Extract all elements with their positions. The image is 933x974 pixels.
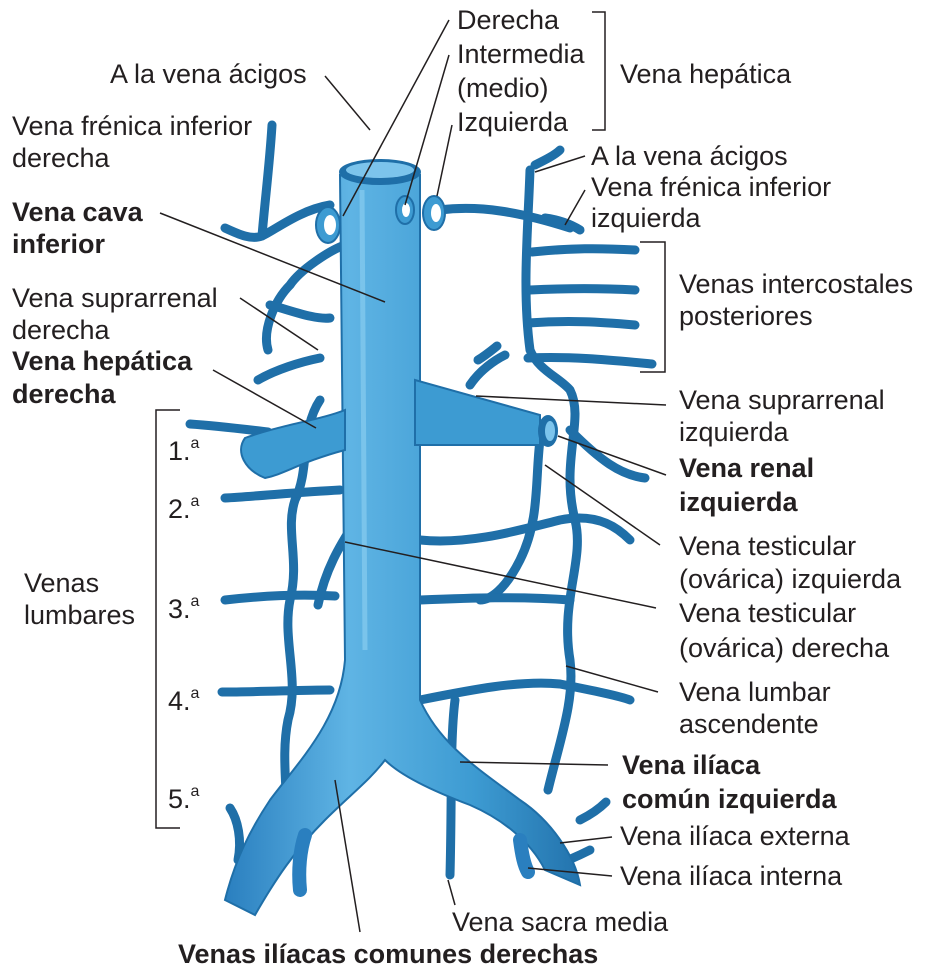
label-suprarenal-left-line2: izquierda: [679, 416, 789, 448]
label-common-iliac-left-line2: común izquierda: [622, 783, 837, 815]
label-suprarenal-right-line1: Vena suprarrenal: [12, 282, 218, 314]
label-phrenic-right-line2: derecha: [12, 142, 110, 174]
label-hepatic-vein-middle-line2: (medio): [457, 72, 549, 104]
label-renal-left-line1: Vena renal: [679, 452, 814, 484]
label-internal-iliac: Vena ilíaca interna: [620, 860, 842, 892]
label-lumbar-line2: lumbares: [24, 599, 135, 631]
label-suprarenal-left-line1: Vena suprarrenal: [679, 384, 885, 416]
label-intercostal-line2: posteriores: [679, 300, 813, 332]
label-testicular-left-line2: (ovárica) izquierda: [679, 563, 901, 595]
label-azygos-right: A la vena ácigos: [110, 58, 307, 90]
label-median-sacral: Vena sacra media: [452, 906, 668, 938]
lumbar-number-5: 5.a: [168, 776, 199, 815]
label-testicular-right-line2: (ovárica) derecha: [679, 632, 889, 664]
label-external-iliac: Vena ilíaca externa: [620, 820, 850, 852]
label-ivc-line2: inferior: [12, 228, 105, 260]
label-renal-left-line2: izquierda: [679, 486, 798, 518]
label-phrenic-right-line1: Vena frénica inferior: [12, 110, 252, 142]
label-phrenic-left-line2: izquierda: [591, 202, 701, 234]
label-hepatic-vein-right: Derecha: [457, 4, 559, 36]
label-lumbar-ascending-line2: ascendente: [679, 708, 819, 740]
label-suprarenal-right-line2: derecha: [12, 314, 110, 346]
label-azygos-left: A la vena ácigos: [591, 140, 788, 172]
label-common-iliac-right: Venas ilíacas comunes derechas: [178, 938, 598, 970]
label-intercostal-line1: Venas intercostales: [679, 268, 913, 300]
lumbar-number-4: 4.a: [168, 678, 199, 717]
label-hepatic-right-line1: Vena hepática: [12, 345, 192, 377]
label-testicular-right-line1: Vena testicular: [679, 597, 856, 629]
intercostal-bracket: [640, 242, 665, 372]
label-hepatic-vein-middle-line1: Intermedia: [457, 38, 585, 70]
lumbar-number-3: 3.a: [168, 586, 199, 625]
label-hepatic-right-line2: derecha: [12, 378, 116, 410]
label-hepatic-vein-left: Izquierda: [457, 106, 568, 138]
lumbar-number-1: 1.a: [168, 428, 199, 467]
lumbar-number-2: 2.a: [168, 486, 199, 525]
label-hepatic-vein: Vena hepática: [620, 58, 791, 90]
label-lumbar-line1: Venas: [24, 567, 99, 599]
label-common-iliac-left-line1: Vena ilíaca: [622, 749, 760, 781]
label-phrenic-left-line1: Vena frénica inferior: [591, 171, 831, 203]
label-lumbar-ascending-line1: Vena lumbar: [679, 676, 831, 708]
label-testicular-left-line1: Vena testicular: [679, 530, 856, 562]
label-ivc-line1: Vena cava: [12, 196, 143, 228]
hepatic-vein-bracket: [592, 12, 605, 130]
